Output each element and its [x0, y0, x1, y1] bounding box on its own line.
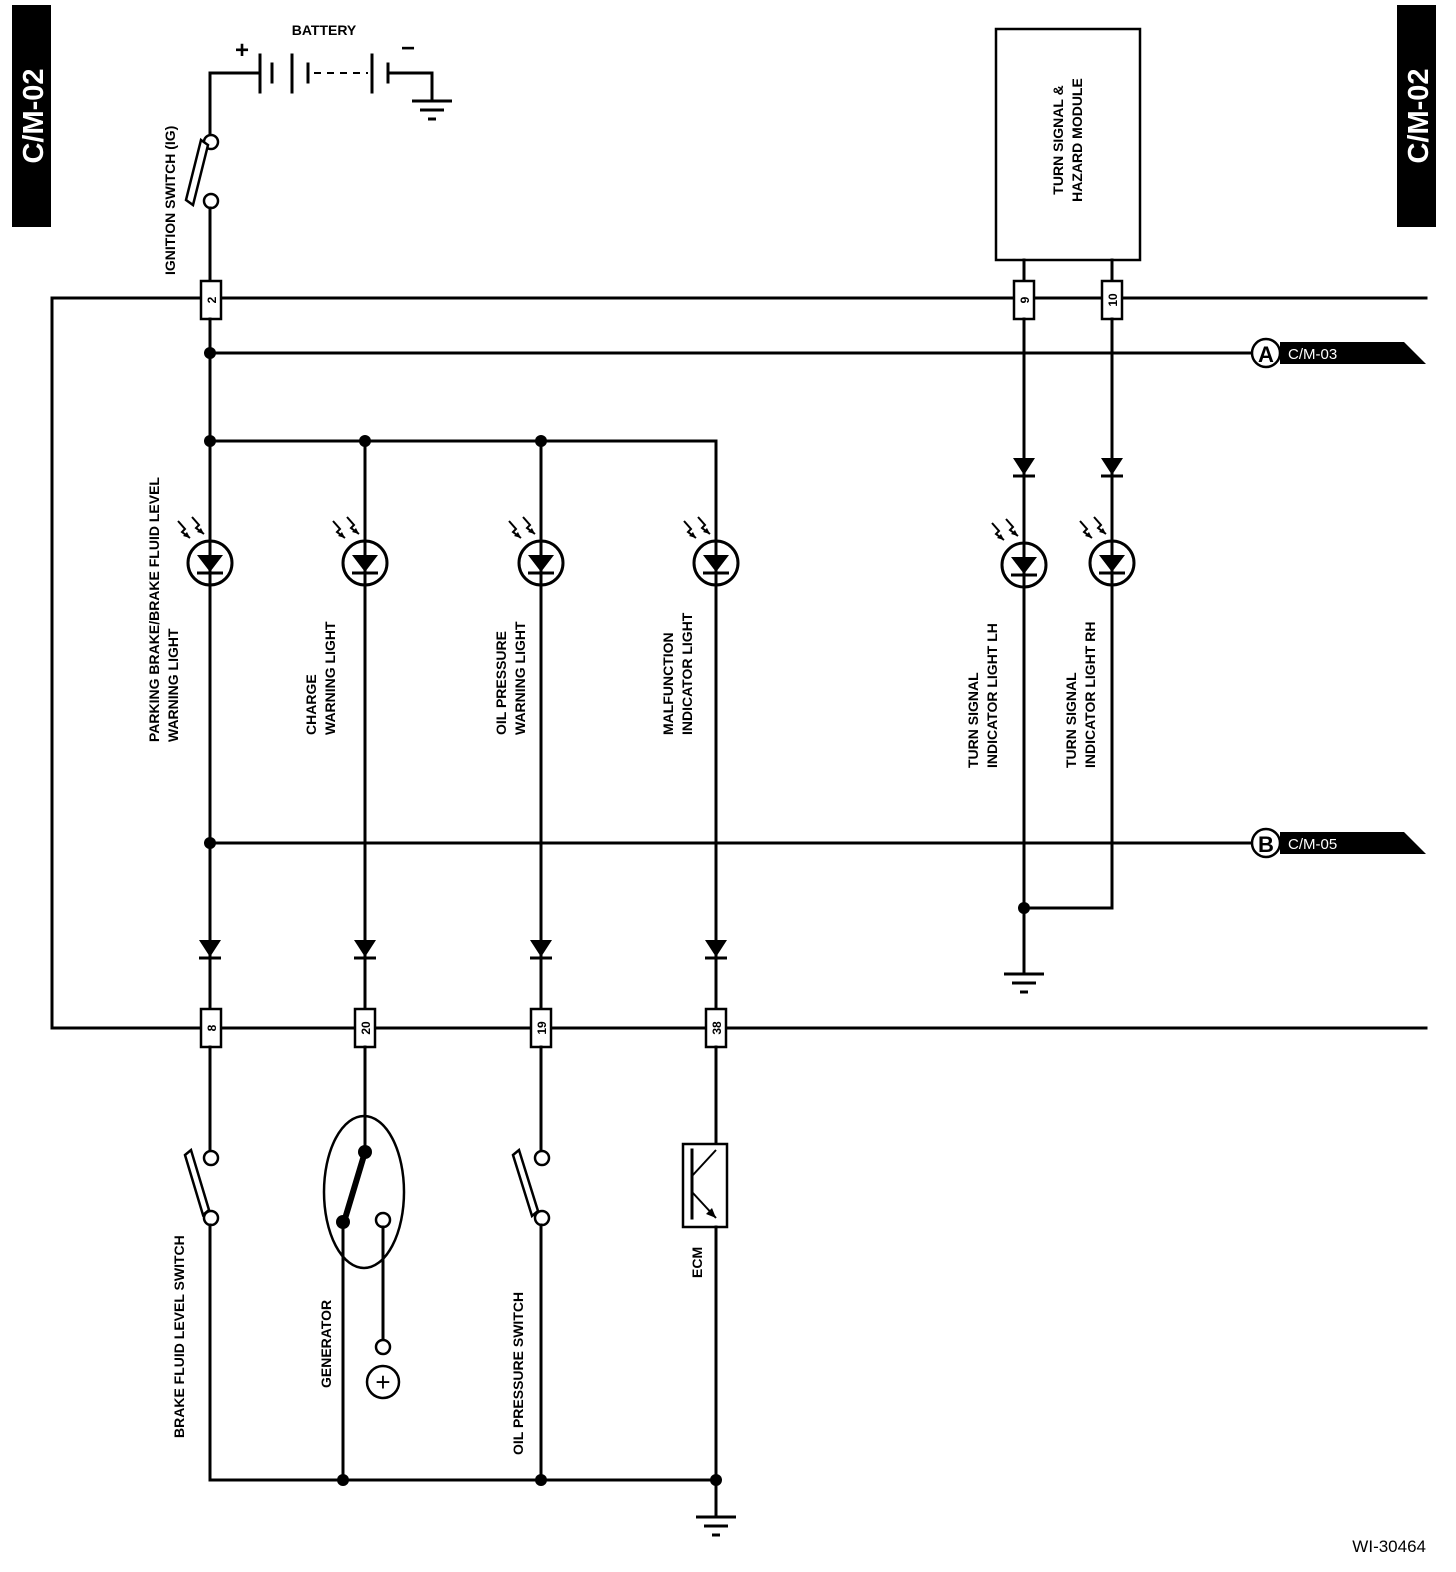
- ecm-label: ECM: [689, 1247, 705, 1278]
- connector-pin-8: 8: [199, 1007, 223, 1049]
- diode-oil: [528, 938, 554, 960]
- connector-pin-38: 38: [704, 1007, 728, 1049]
- ignition-switch: IGNITION SWITCH (IG): [162, 126, 220, 284]
- oil-light-label-line1: OIL PRESSURE: [493, 631, 509, 735]
- connector-pin-2: 2: [199, 279, 223, 321]
- turn-rh-label-line1: TURN SIGNAL: [1063, 672, 1079, 768]
- ground-bus: [208, 1474, 738, 1537]
- page-tab-right-label: C/M-02: [1403, 68, 1435, 163]
- generator-label: GENERATOR: [318, 1300, 334, 1388]
- reference-a-letter: A: [1258, 342, 1274, 367]
- page-tab-left-label: C/M-02: [18, 68, 50, 163]
- brake-light-label-line1: PARKING BRAKE/BRAKE FLUID LEVEL: [146, 477, 162, 742]
- pin-38-label: 38: [710, 1021, 724, 1035]
- reference-b-target: C/M-05: [1288, 836, 1337, 853]
- oil-light-label-line2: WARNING LIGHT: [512, 621, 528, 735]
- ecm: ECM: [681, 1045, 729, 1517]
- turn-lh-label-line2: INDICATOR LIGHT LH: [984, 623, 1000, 768]
- brake-switch-label: BRAKE FLUID LEVEL SWITCH: [171, 1235, 187, 1438]
- diode-mil: [703, 938, 729, 960]
- pin-8-label: 8: [205, 1024, 219, 1031]
- diode-charge: [352, 938, 378, 960]
- mil-label-line1: MALFUNCTION: [660, 632, 676, 735]
- turn-signal-indicator-light-lh: TURN SIGNAL INDICATOR LIGHT LH: [965, 456, 1048, 768]
- pin-2-label: 2: [205, 296, 219, 303]
- battery-plus-sign: +: [235, 37, 249, 64]
- pin-9-label: 9: [1018, 296, 1032, 303]
- oil-switch-label: OIL PRESSURE SWITCH: [510, 1292, 526, 1455]
- malfunction-indicator-light: MALFUNCTION INDICATOR LIGHT: [660, 515, 740, 735]
- pin-19-label: 19: [535, 1021, 549, 1035]
- turn-signal-wiring: [1002, 317, 1114, 994]
- brake-light-label-line2: WARNING LIGHT: [165, 628, 181, 742]
- figure-code: WI-30464: [1352, 1537, 1426, 1556]
- turn-rh-label-line2: INDICATOR LIGHT RH: [1082, 622, 1098, 768]
- warning-light-wiring: [204, 317, 1254, 1012]
- battery: BATTERY + −: [208, 22, 454, 137]
- pin-20-label: 20: [359, 1021, 373, 1035]
- connector-pin-20: 20: [353, 1007, 377, 1049]
- diode-brake: [197, 938, 223, 960]
- connector-pin-19: 19: [529, 1007, 553, 1049]
- charge-light-label-line2: WARNING LIGHT: [322, 621, 338, 735]
- connector-pin-9: 9: [1012, 279, 1036, 321]
- page-tab-right[interactable]: C/M-02: [1397, 5, 1436, 227]
- page-tab-left[interactable]: C/M-02: [12, 5, 51, 227]
- pin-10-label: 10: [1106, 293, 1120, 307]
- connector-boundary: [50, 296, 1428, 1030]
- battery-minus-sign: −: [401, 35, 415, 62]
- reference-a-target: C/M-03: [1288, 346, 1337, 363]
- turn-signal-hazard-module: TURN SIGNAL & HAZARD MODULE: [994, 27, 1142, 284]
- charge-light-label-line1: CHARGE: [303, 674, 319, 735]
- generator: + GENERATOR: [318, 1045, 406, 1482]
- module-label-line2: HAZARD MODULE: [1069, 78, 1085, 202]
- mil-label-line2: INDICATOR LIGHT: [679, 612, 695, 735]
- connector-pin-10: 10: [1100, 279, 1124, 321]
- oil-pressure-switch: OIL PRESSURE SWITCH: [510, 1045, 551, 1482]
- brake-fluid-level-switch: BRAKE FLUID LEVEL SWITCH: [171, 1045, 220, 1482]
- ignition-switch-label: IGNITION SWITCH (IG): [162, 126, 178, 275]
- parking-brake-warning-light: PARKING BRAKE/BRAKE FLUID LEVEL WARNING …: [146, 477, 234, 742]
- battery-label: BATTERY: [292, 22, 357, 38]
- charge-warning-light: CHARGE WARNING LIGHT: [303, 515, 389, 735]
- turn-lh-label-line1: TURN SIGNAL: [965, 672, 981, 768]
- turn-signal-indicator-light-rh: TURN SIGNAL INDICATOR LIGHT RH: [1063, 456, 1136, 768]
- reference-b-c-m-05[interactable]: B C/M-05: [1250, 827, 1426, 859]
- reference-a-c-m-03[interactable]: A C/M-03: [1250, 337, 1426, 369]
- generator-terminal-sign: +: [375, 1367, 390, 1397]
- oil-pressure-warning-light: OIL PRESSURE WARNING LIGHT: [493, 515, 565, 735]
- module-label-line1: TURN SIGNAL &: [1050, 85, 1066, 194]
- reference-b-letter: B: [1258, 832, 1274, 857]
